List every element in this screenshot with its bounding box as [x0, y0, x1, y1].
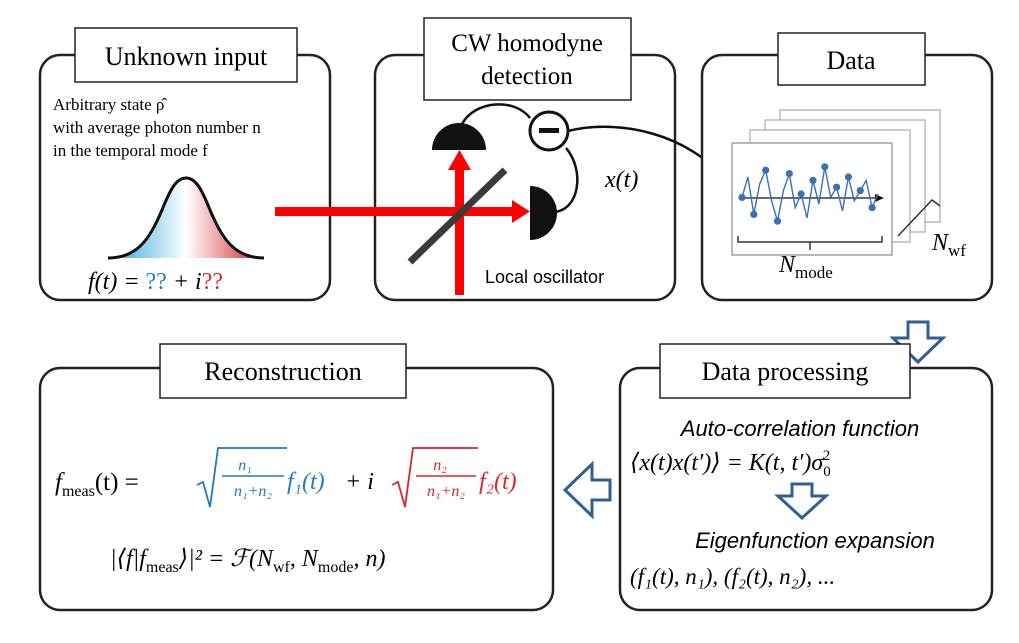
- gaussian-pulse-fill: [108, 178, 264, 258]
- title-unknown-input: Unknown input: [105, 42, 268, 71]
- trace-point: [821, 163, 829, 171]
- signal-beam: [275, 207, 515, 216]
- eigen-heading: Eigenfunction expansion: [695, 528, 935, 553]
- input-description-line-3: in the temporal mode f: [53, 141, 208, 160]
- term1-function: f₁(t): [287, 469, 325, 495]
- flow-arrow-down-icon: [889, 320, 947, 365]
- term1-denominator: n₁+n₂: [234, 483, 272, 500]
- wire-right-detector: [551, 147, 579, 214]
- title-data-processing: Data processing: [702, 357, 869, 386]
- trace-point: [797, 190, 805, 198]
- term2-function: f₂(t): [479, 469, 517, 495]
- trace-point: [762, 166, 770, 174]
- lo-beam-arrowhead: [448, 150, 471, 170]
- trace-point: [750, 210, 758, 218]
- panel-data-processing: Data processing Auto-correlation functio…: [618, 343, 994, 612]
- title-data: Data: [826, 46, 876, 75]
- data-trace: [738, 163, 879, 225]
- flow-arrow-left-icon: [562, 460, 612, 520]
- input-formula: f(t) = ?? + i??: [88, 269, 223, 295]
- sqrt-sign-2: [391, 447, 478, 508]
- title-box-data: [777, 32, 926, 86]
- panel-homodyne: CW homodyne detection x(t) Local oscilla…: [275, 17, 727, 302]
- autocorr-formula: ⟨x(t)x(t′)⟩ = K(t, t′)σ02: [630, 448, 831, 480]
- panel-reconstruction: Reconstruction fmeas(t) = n₁ n₁+n₂ f₁(t)…: [38, 343, 555, 612]
- trace-point: [868, 204, 876, 212]
- panel-unknown-input: Unknown input Arbitrary state ρ̂ with av…: [38, 27, 332, 302]
- fidelity-formula: |⟨f|fmeas⟩|² = ℱ(Nwf, Nmode, n): [110, 546, 385, 576]
- local-oscillator-label: Local oscillator: [485, 267, 604, 287]
- sqrt-sign-1: [196, 447, 287, 508]
- gaussian-pulse-outline: [107, 176, 265, 260]
- trace-point: [809, 176, 817, 184]
- term2-numerator: n₂: [433, 457, 447, 474]
- reconstruction-term-1: n₁ n₁+n₂ f₁(t): [196, 447, 325, 508]
- beam-splitter: [407, 167, 508, 265]
- trace-point: [856, 187, 864, 195]
- input-description-line-1: Arbitrary state ρ̂: [53, 95, 167, 114]
- input-description-line-2: with average photon number n: [53, 118, 261, 137]
- fmeas-lhs: fmeas(t) =: [55, 469, 139, 500]
- subtractor-minus-icon: [539, 128, 559, 133]
- n-wf-label: Nwf: [931, 230, 966, 260]
- term2-denominator: n₁+n₂: [427, 483, 465, 500]
- lo-beam: [455, 160, 464, 295]
- signal-label: x(t): [604, 167, 638, 193]
- title-reconstruction: Reconstruction: [204, 357, 361, 386]
- detector-top: [432, 123, 486, 150]
- title-homodyne-line-2: detection: [481, 63, 573, 90]
- eigen-formula: (f₁(t), n₁), (f₂(t), n₂), ...: [630, 564, 835, 589]
- signal-beam-arrowhead: [512, 200, 530, 223]
- trace-point: [833, 183, 841, 191]
- title-homodyne-line-1: CW homodyne: [451, 30, 603, 57]
- trace-point: [738, 193, 746, 201]
- trace-point: [773, 217, 782, 225]
- data-sheet-front: [731, 142, 893, 256]
- wire-top-detector: [460, 103, 531, 125]
- plus-i: + i: [345, 469, 374, 495]
- trace-point: [785, 170, 793, 178]
- panel-data: Data Nmode Nwf: [700, 32, 994, 302]
- reconstruction-term-2: n₂ n₁+n₂ f₂(t): [391, 447, 517, 508]
- autocorr-heading: Auto-correlation function: [679, 416, 919, 441]
- title-box-unknown-input: [74, 27, 298, 83]
- title-box-data-processing: [659, 343, 911, 399]
- detector-right: [530, 186, 557, 240]
- inner-arrow-down-icon: [774, 482, 830, 521]
- n-mode-label: Nmode: [778, 252, 833, 282]
- term1-numerator: n₁: [238, 457, 252, 474]
- trace-point: [844, 173, 853, 181]
- title-box-homodyne: [423, 17, 632, 101]
- wf-brace: [897, 198, 941, 237]
- title-box-reconstruction: [159, 343, 407, 399]
